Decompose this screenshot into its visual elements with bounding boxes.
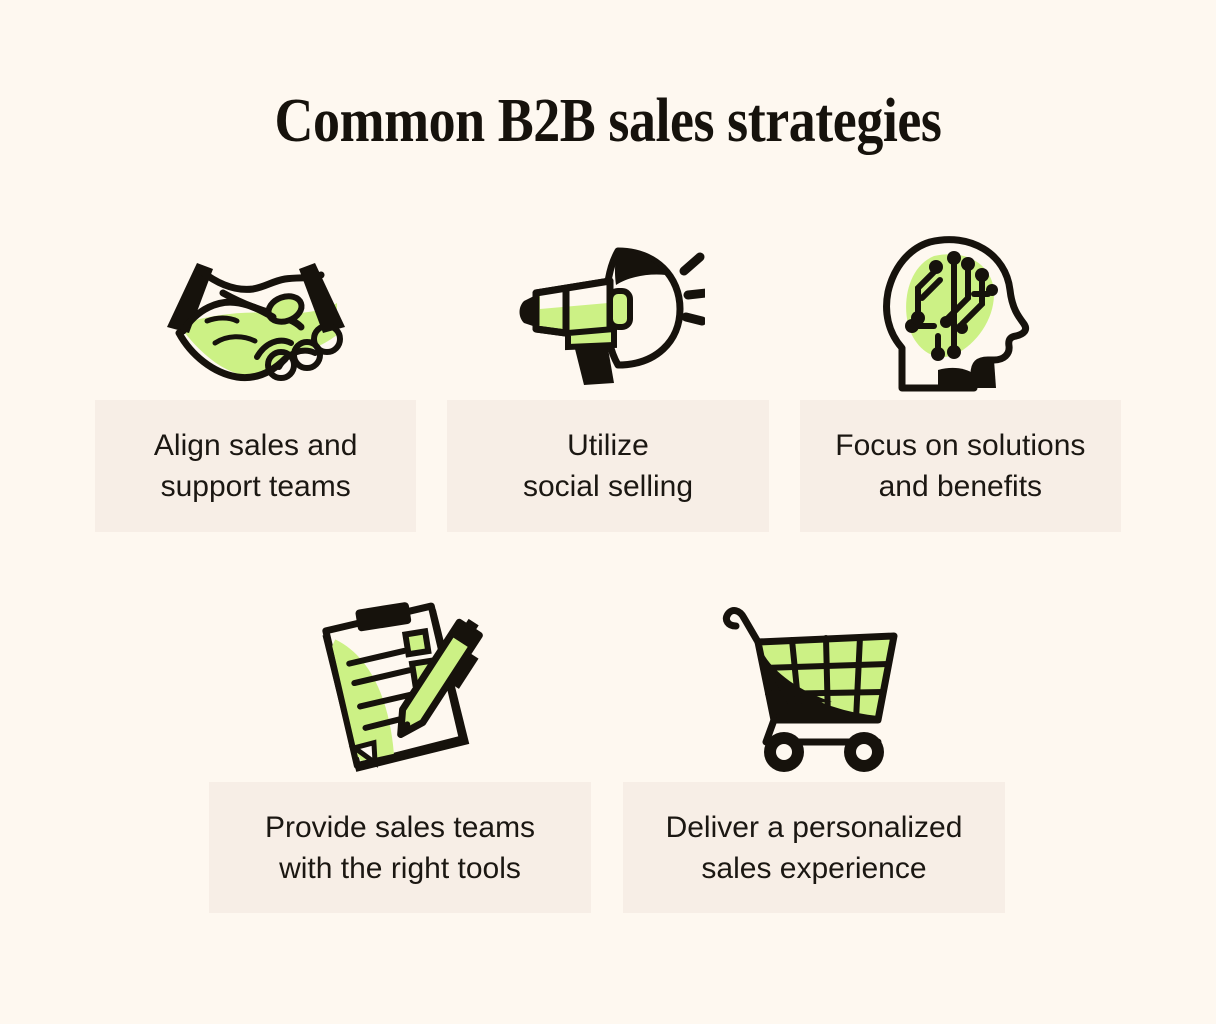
- strategy-card-right-tools: Provide sales teams with the right tools: [209, 597, 591, 913]
- strategy-row-2: Provide sales teams with the right tools: [209, 597, 1005, 913]
- strategy-row-1: Align sales and support teams: [95, 225, 1121, 532]
- shopping-cart-icon: [722, 597, 907, 782]
- strategy-label: Deliver a personalized sales experience: [665, 810, 963, 885]
- strategy-card-focus-solutions: Focus on solutions and benefits: [799, 225, 1121, 532]
- strategy-card-personalized-experience: Deliver a personalized sales experience: [623, 597, 1005, 913]
- strategy-label: Align sales and support teams: [153, 429, 358, 503]
- strategy-label-card: Align sales and support teams: [95, 400, 417, 532]
- strategy-label-card: Deliver a personalized sales experience: [623, 782, 1005, 913]
- strategy-label: Utilize social selling: [522, 429, 694, 503]
- strategy-label-card: Focus on solutions and benefits: [799, 400, 1121, 532]
- strategy-card-align-sales-support: Align sales and support teams: [95, 225, 417, 532]
- strategy-label: Provide sales teams with the right tools: [264, 810, 536, 885]
- brain-circuit-head-icon: [878, 225, 1043, 400]
- handshake-icon: [161, 225, 351, 400]
- strategy-card-social-selling: Utilize social selling: [447, 225, 769, 532]
- strategy-label: Focus on solutions and benefits: [835, 429, 1086, 503]
- page-title: Common B2B sales strategies: [274, 87, 942, 155]
- megaphone-icon: [510, 225, 706, 400]
- strategy-label-card: Utilize social selling: [447, 400, 769, 532]
- clipboard-pen-icon: [310, 597, 490, 782]
- strategy-label-card: Provide sales teams with the right tools: [209, 782, 591, 913]
